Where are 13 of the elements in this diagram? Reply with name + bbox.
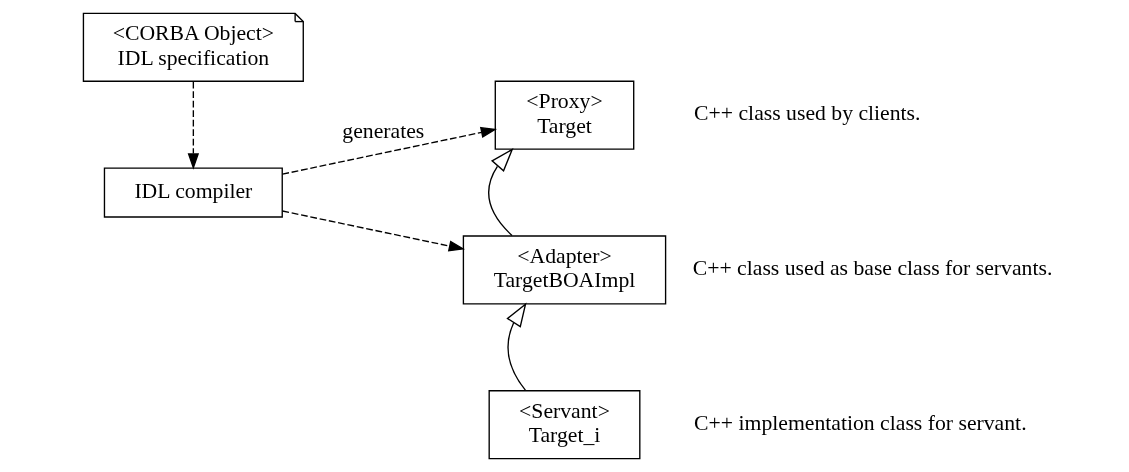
arrow <box>281 210 466 252</box>
node-box: <Proxy> Target <box>494 80 635 150</box>
node-box: <Adapter> TargetBOAImpl <box>462 235 667 305</box>
arrow <box>506 302 527 391</box>
node-box: IDL compiler <box>103 167 283 218</box>
edge-label: generates <box>342 119 425 144</box>
arrow <box>187 80 200 170</box>
arrow <box>488 147 514 237</box>
node-label: C++ implementation class for servant. <box>694 410 1027 435</box>
node-label: C++ class used as base class for servants. <box>692 256 1053 281</box>
node-box: <Servant> Target_i <box>488 390 641 460</box>
arrow <box>281 126 498 175</box>
node-label: C++ class used by clients. <box>694 101 921 126</box>
